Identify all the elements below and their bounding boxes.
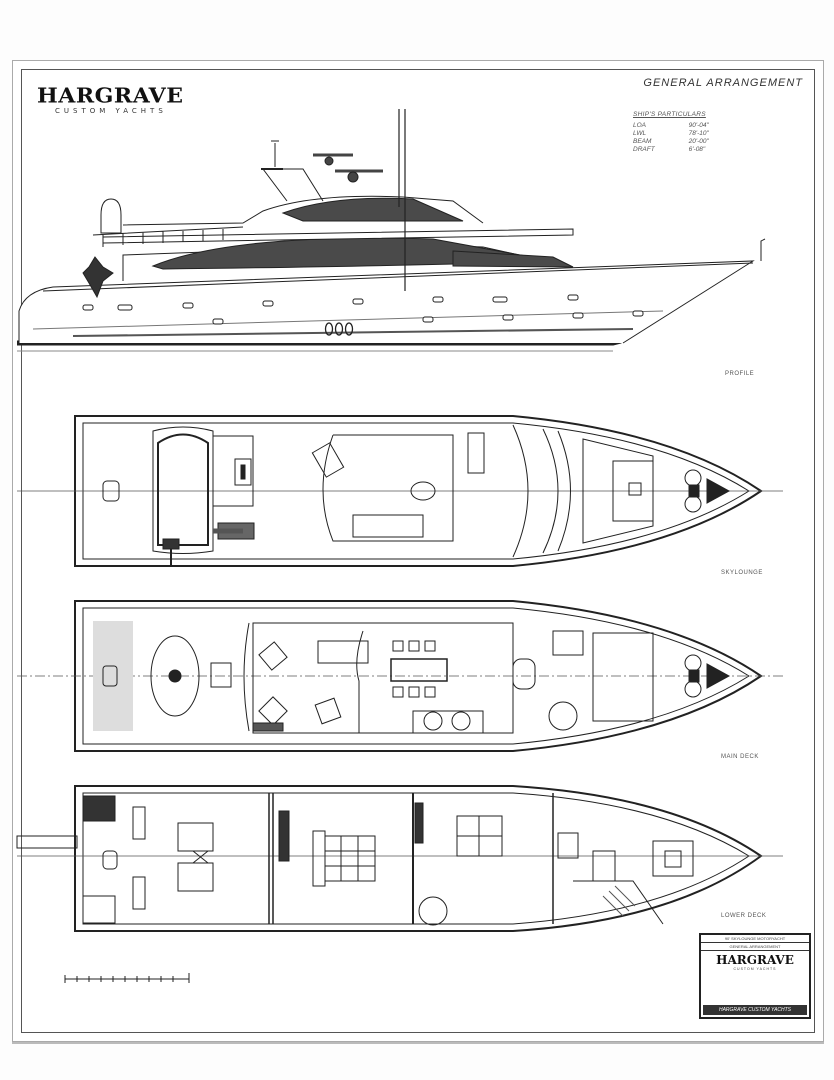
title-block-footer: HARGRAVE CUSTOM YACHTS [703,1005,807,1015]
title-block-line-1: 90' SKYLOUNGE MOTORYACHT [701,935,809,943]
particulars-value: 78'-10" [688,130,709,137]
particulars-label: BEAM [633,138,652,145]
particulars-row: BEAM 20'-00" [633,138,709,146]
main-deck-plan [17,600,783,752]
brand-tagline: CUSTOM YACHTS [55,107,167,115]
particulars-row: DRAFT 6'-08" [633,146,709,154]
particulars-row: LOA 90'-04" [633,122,709,130]
title-block-line-2: GENERAL ARRANGEMENT [701,943,809,951]
particulars-value: 90'-04" [688,122,709,129]
particulars-label: LWL [633,130,647,137]
label-skylounge: SKYLOUNGE [721,570,763,576]
label-main-deck: MAIN DECK [721,754,759,760]
particulars-row: LWL 78'-10" [633,130,709,138]
label-profile: PROFILE [725,371,755,377]
particulars-table: LOA 90'-04" LWL 78'-10" BEAM 20'-00" DRAFT 6… [633,122,709,154]
yacht-drawings [16,109,783,983]
brand-logo: HARGRAVE CUSTOM YACHTS [37,83,184,115]
particulars-label: DRAFT [633,146,655,153]
lower-deck-plan [16,785,783,932]
particulars-value: 20'-00" [688,138,709,145]
particulars-value: 6'-08" [688,146,706,153]
drawing-border [21,69,815,1033]
particulars-label: LOA [633,122,647,129]
scale-bar [64,973,190,983]
drawing-title: GENERAL ARRANGEMENT [643,77,803,89]
brand-name: HARGRAVE [37,83,184,109]
title-block-brand: HARGRAVE [716,953,794,967]
label-lower-deck: LOWER DECK [721,913,767,919]
particulars-heading: SHIP'S PARTICULARS [633,111,706,118]
profile-view [17,109,766,352]
ships-particulars: SHIP'S PARTICULARS LOA 90'-04" LWL 78'-10"… [633,111,709,154]
title-block: 90' SKYLOUNGE MOTORYACHT GENERAL ARRANGE… [699,933,811,1019]
drawing-sheet: HARGRAVE CUSTOM YACHTS GENERAL ARRANGEME… [12,60,824,1042]
skylounge-plan [17,415,783,567]
title-block-brand-sub: CUSTOM YACHTS [733,967,777,971]
